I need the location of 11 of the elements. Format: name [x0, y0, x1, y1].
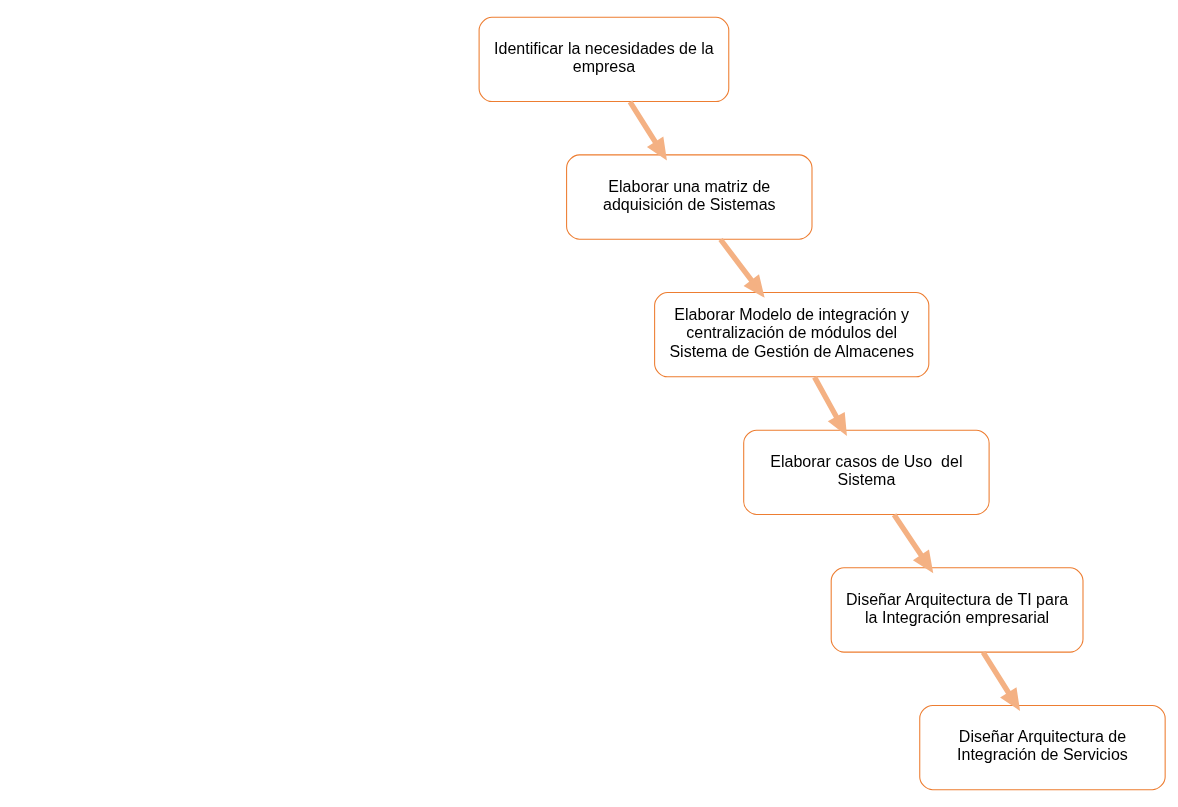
arrow	[718, 237, 765, 298]
arrow	[627, 100, 667, 161]
node-box: Elaborar una matriz de adquisición de Sistemas	[566, 154, 813, 240]
node-box: Elaborar casos de Uso del Sistema	[743, 429, 990, 515]
arrow	[980, 651, 1021, 711]
node-box: Elaborar Modelo de integración y centralización de módulos del Sistema de Gestión de Almacenes	[654, 292, 930, 378]
arrow	[891, 513, 934, 574]
node-box: Diseñar Arquitectura de Integración de Servicios	[919, 704, 1166, 791]
node-box: Identificar la necesidades de la empresa	[478, 16, 730, 103]
node-box: Diseñar Arquitectura de TI para la Integración empresarial	[830, 567, 1084, 653]
arrow	[812, 375, 847, 436]
